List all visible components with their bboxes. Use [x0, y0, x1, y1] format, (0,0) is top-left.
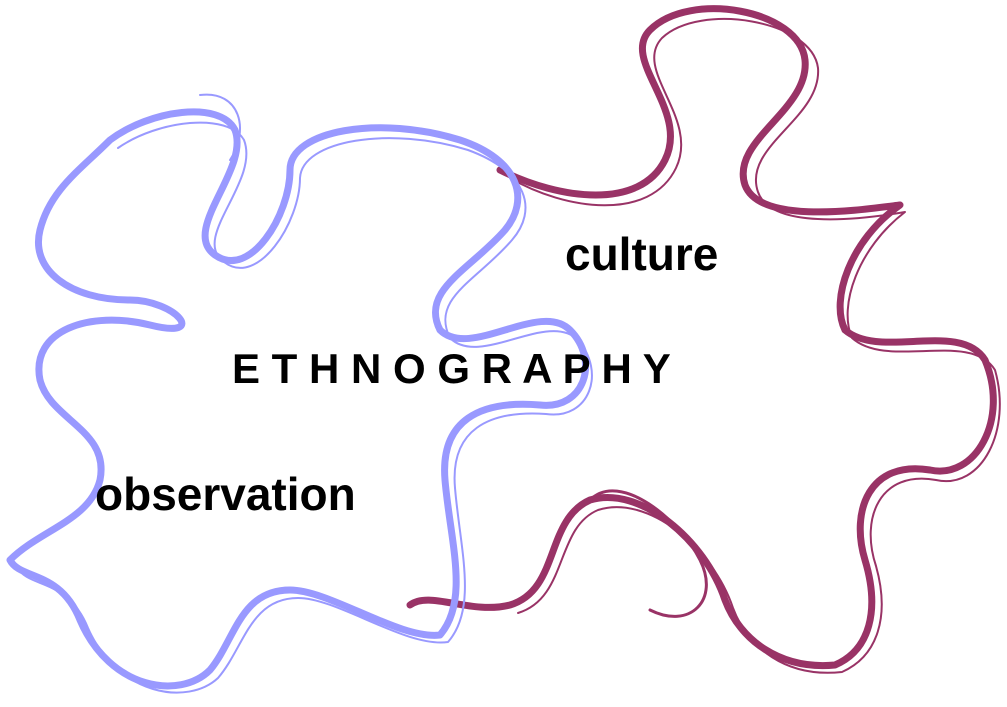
- left-piece-label-observation: observation: [95, 468, 356, 520]
- left-puzzle-piece: [6, 93, 593, 694]
- left-piece-outline-ghost: [17, 121, 593, 694]
- right-piece-label-culture: culture: [565, 228, 718, 280]
- right-puzzle-piece: [406, 5, 1001, 674]
- left-piece-tab-top: [199, 93, 241, 161]
- right-piece-tab-bottom: [588, 489, 708, 618]
- right-piece-outline-ghost: [509, 18, 1001, 674]
- right-piece-outline: [406, 5, 997, 670]
- left-piece-outline: [6, 108, 590, 690]
- center-label-ethnography: E T H N O G R A P H Y: [232, 345, 671, 392]
